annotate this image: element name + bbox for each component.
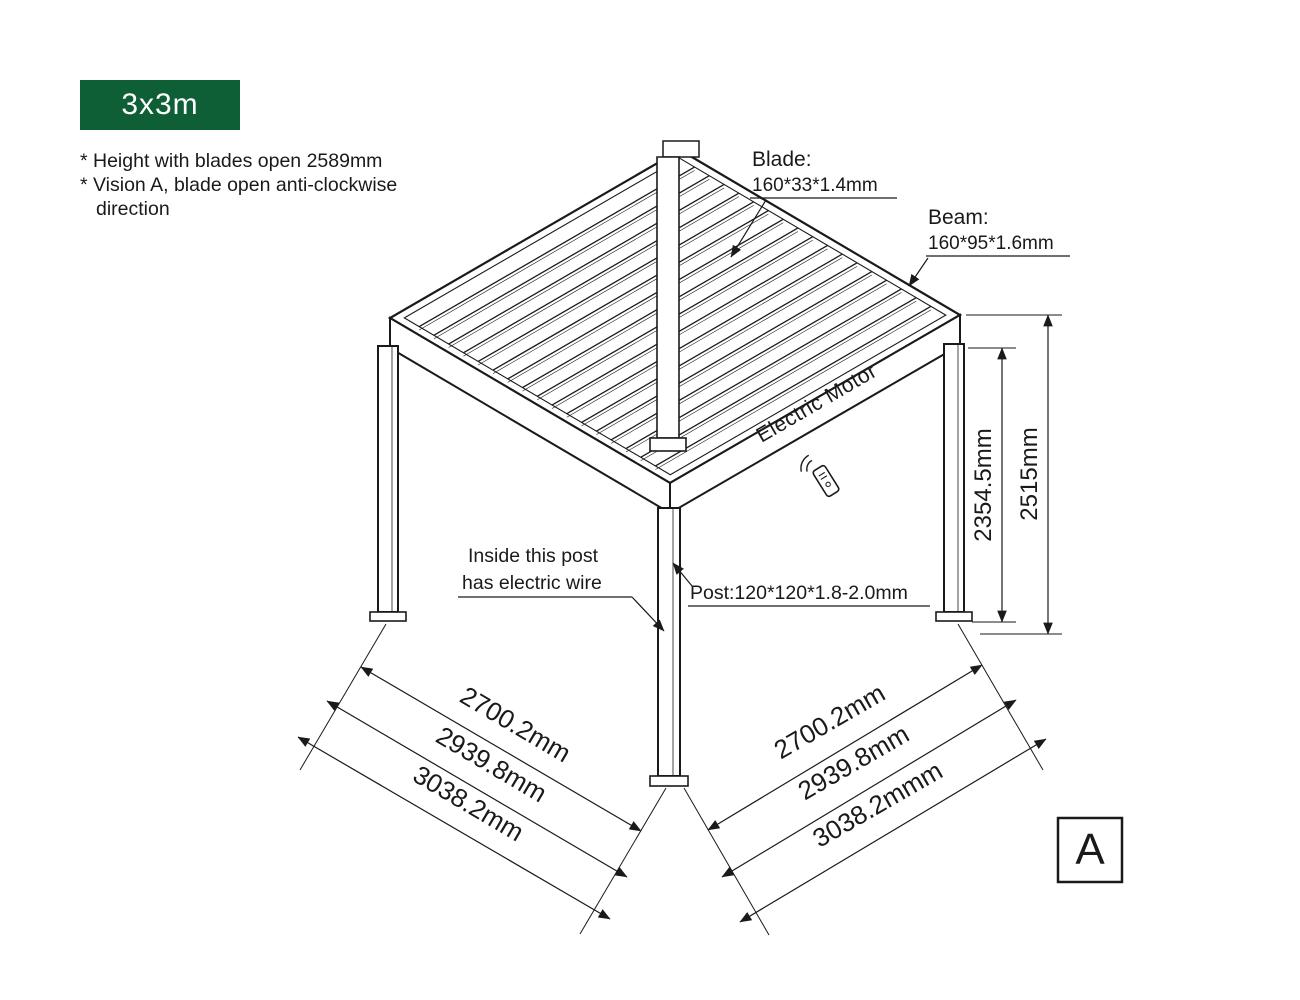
beam-fascia	[389, 313, 961, 515]
note-line-3: direction	[96, 197, 170, 220]
post-callout: Post:120*120*1.8-2.0mm	[672, 562, 930, 607]
wire-note-line1: Inside this post	[468, 545, 599, 567]
wire-leader-arrow	[631, 596, 665, 632]
size-badge: 3x3m	[80, 80, 240, 130]
beam-callout-title: Beam:	[928, 206, 989, 229]
width-dimensions-left: 2700.2mm 2939.8mm 3038.2mm	[297, 623, 667, 935]
view-a-box: A	[1056, 816, 1124, 884]
left-post	[369, 345, 407, 622]
blade-callout-spec: 160*33*1.4mm	[752, 175, 878, 196]
wire-note-line2: has electric wire	[462, 572, 602, 594]
note-line-2: * Vision A, blade open anti-clockwise	[80, 173, 398, 196]
width-dimensions-right: 2700.2mm 2939.8mm 3038.2mmm	[683, 623, 1047, 936]
blade-leader-arrow	[730, 199, 767, 258]
dim-post-height: 2354.5mm	[970, 428, 997, 541]
roof-corner-cap	[662, 140, 700, 158]
right-post	[935, 343, 973, 622]
view-a-label: A	[1075, 825, 1105, 874]
beam-callout: Beam: 160*95*1.6mm	[908, 206, 1070, 287]
height-dimensions: 2354.5mm 2515mm	[966, 314, 1062, 635]
back-post	[649, 156, 687, 452]
post-callout-spec: Post:120*120*1.8-2.0mm	[690, 582, 908, 604]
beam-leader-arrow	[908, 257, 929, 287]
note-line-1: * Height with blades open 2589mm	[80, 150, 383, 172]
notes-block: * Height with blades open 2589mm * Visio…	[80, 150, 397, 222]
dim-total-height: 2515mm	[1016, 427, 1043, 520]
beam-callout-spec: 160*95*1.6mm	[928, 233, 1054, 254]
remote-control-icon	[800, 454, 840, 498]
blade-callout: Blade: 160*33*1.4mm	[730, 148, 897, 258]
blade-callout-title: Blade:	[752, 148, 812, 171]
post-leader-arrow	[672, 562, 693, 587]
wire-note: Inside this post has electric wire	[458, 545, 665, 632]
front-post	[649, 507, 689, 787]
roof-structure	[387, 140, 963, 515]
